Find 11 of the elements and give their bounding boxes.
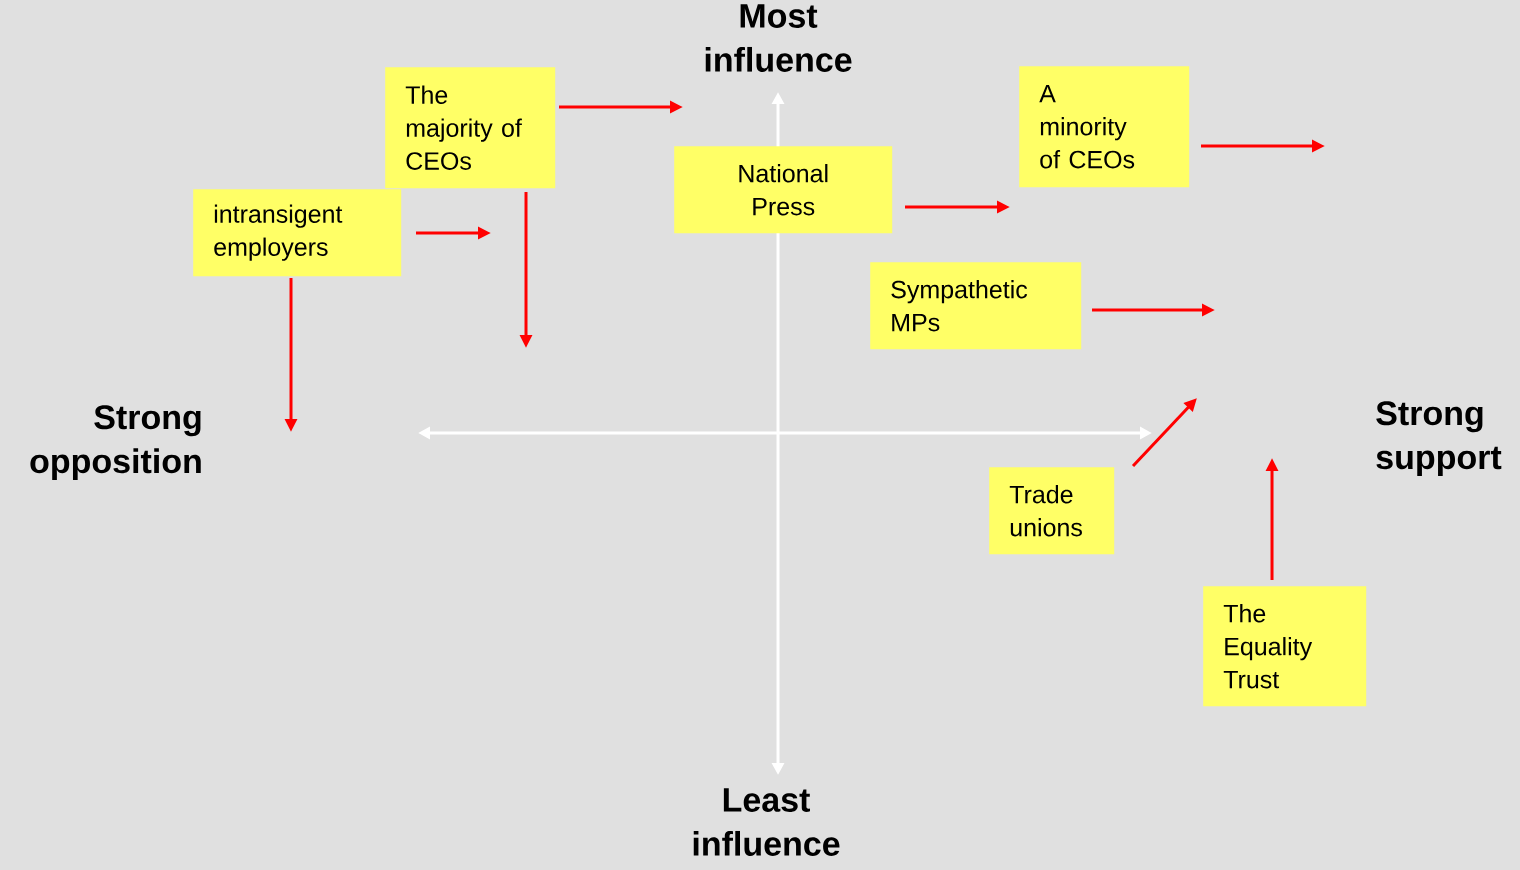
sticky-note: A minority of CEOs [1019,66,1190,188]
axis-label: Strong opposition [30,405,201,480]
axis-label: Least influence [693,788,840,856]
sticky-note: intransigent employers [193,189,402,277]
axis-label: Most influence [705,4,852,72]
sticky-note: National Press [674,146,893,234]
sticky-note: The Equality Trust [1203,586,1367,707]
sticky-note: The majority of CEOs [385,67,556,189]
sticky-note: Trade unions [989,467,1115,555]
axis-label: Strong support [1376,401,1502,476]
sticky-note: Sympathetic MPs [870,262,1082,350]
